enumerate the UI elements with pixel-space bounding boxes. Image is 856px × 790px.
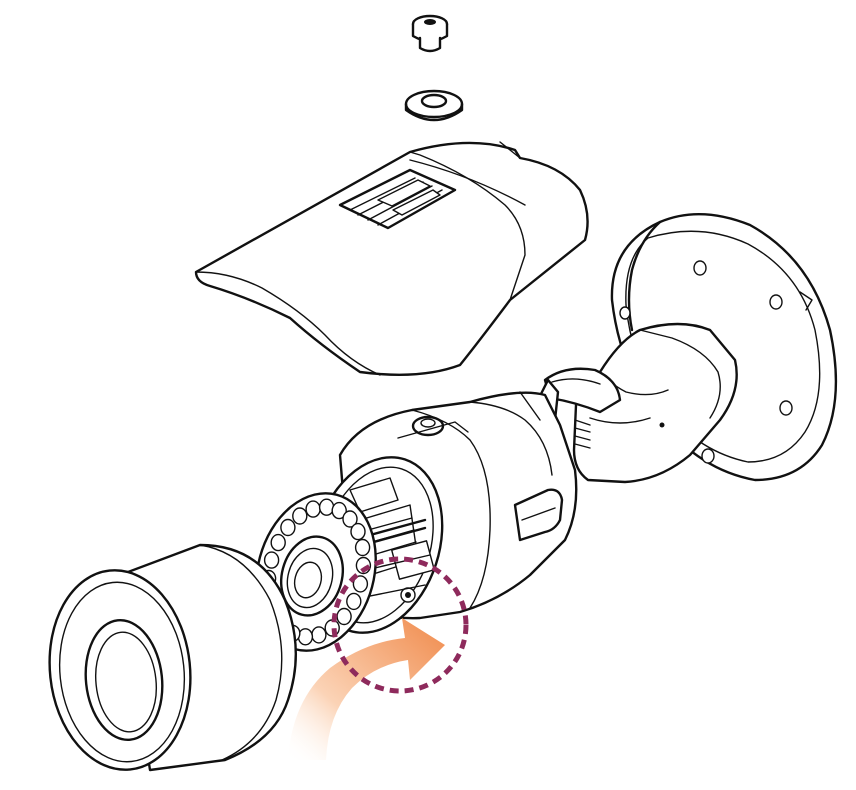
curved-arrow-icon xyxy=(288,618,445,760)
ir-led xyxy=(354,538,371,557)
ir-led xyxy=(270,533,286,552)
ir-led xyxy=(305,500,321,518)
washer xyxy=(404,89,464,122)
ir-led xyxy=(311,626,327,644)
screw xyxy=(411,14,449,53)
lens-module xyxy=(280,535,344,617)
ir-led xyxy=(331,501,347,520)
dashed-circle-highlight xyxy=(331,556,469,694)
ir-led xyxy=(350,522,366,541)
sunshade-cover xyxy=(194,141,589,376)
ir-led xyxy=(292,507,308,525)
ir-led xyxy=(346,592,362,611)
ir-led xyxy=(342,510,358,528)
ir-led xyxy=(318,498,335,516)
ir-led xyxy=(280,518,296,537)
ir-led xyxy=(352,575,369,593)
ir-led xyxy=(297,628,314,646)
ir-led xyxy=(263,551,280,569)
front-housing xyxy=(48,543,298,772)
ir-led xyxy=(336,607,352,626)
